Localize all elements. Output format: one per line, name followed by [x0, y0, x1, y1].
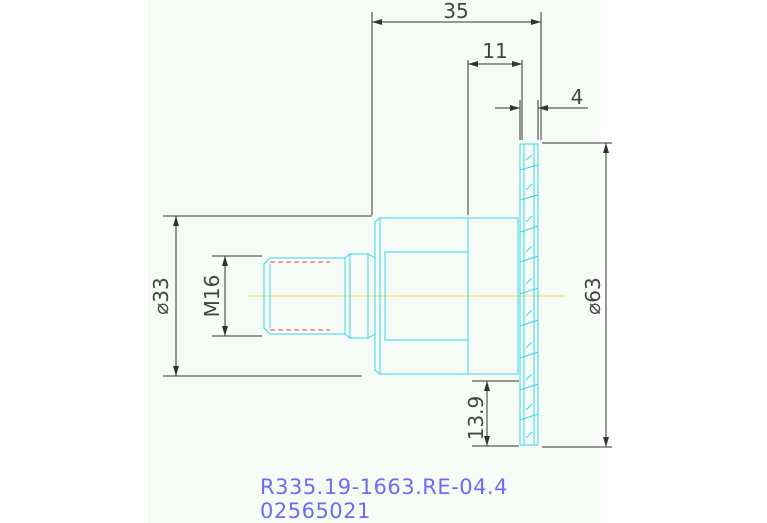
cutter-body	[374, 217, 519, 375]
dimension-63-label: ⌀63	[581, 277, 605, 315]
dimension-4-label: 4	[571, 85, 584, 109]
dimension-35-label: 35	[443, 0, 468, 23]
dimension-thread	[212, 255, 262, 337]
dimension-13-9-label: 13.9	[464, 396, 488, 441]
dimension-shank-diameter	[163, 215, 372, 377]
dimension-overall-length	[371, 12, 542, 215]
dimension-cutter-diameter	[542, 142, 612, 448]
dimension-m16-label: M16	[200, 275, 224, 318]
part-designation: R335.19-1663.RE-04.4	[260, 475, 508, 499]
dimension-11-label: 11	[482, 39, 507, 63]
dimension-hub-length	[467, 60, 523, 215]
dimension-33-label: ⌀33	[149, 277, 173, 315]
part-item-number: 02565021	[260, 499, 371, 523]
cutter-disc	[519, 143, 539, 446]
dimension-cutter-width	[495, 100, 588, 140]
dimension-cutting-depth	[472, 380, 519, 447]
